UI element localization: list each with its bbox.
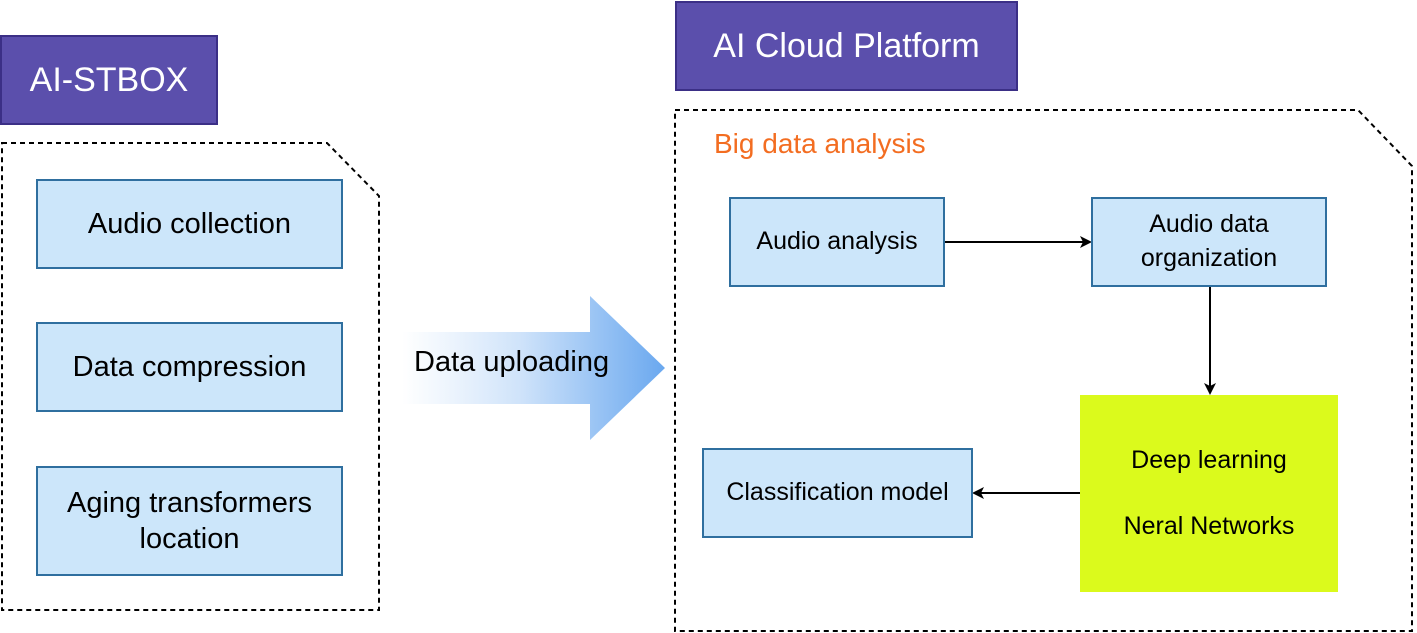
deep-learning-node: Deep learning Neral Networks <box>1080 395 1338 592</box>
classification-model-node: Classification model <box>702 448 973 538</box>
audio-analysis-node: Audio analysis <box>729 197 945 287</box>
right-panel-frame <box>674 109 1413 632</box>
aging-transformers-location-node: Aging transformers location <box>36 466 343 576</box>
upload-arrow <box>402 296 665 440</box>
left-panel-frame <box>1 142 380 611</box>
big-data-analysis-label: Big data analysis <box>714 128 926 159</box>
audio-collection-node: Audio collection <box>36 179 343 269</box>
data-uploading-label: Data uploading <box>414 346 610 378</box>
data-compression-node: Data compression <box>36 322 343 412</box>
ai-stbox-title: AI-STBOX <box>0 35 218 125</box>
audio-data-organization-node: Audio data organization <box>1091 197 1327 287</box>
deep-learning-label: Deep learning <box>1131 445 1287 474</box>
neural-networks-label: Neral Networks <box>1123 511 1295 540</box>
ai-cloud-platform-title: AI Cloud Platform <box>675 1 1018 91</box>
